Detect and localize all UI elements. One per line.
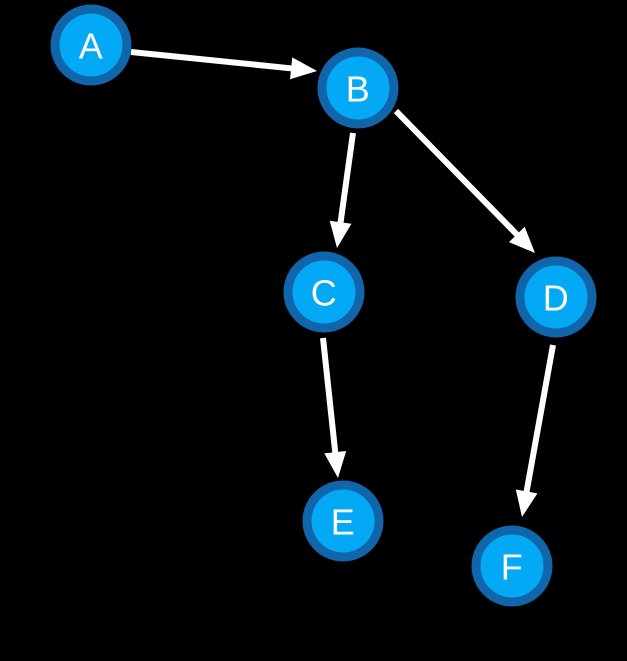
edge-shaft: [337, 132, 356, 225]
graph-edge-b-d: [393, 108, 535, 253]
node-circle[interactable]: [302, 480, 384, 562]
node-circle[interactable]: [50, 4, 132, 86]
nodes-layer: A B C D E F: [50, 4, 597, 607]
graph-node-e[interactable]: E: [302, 480, 384, 562]
graph-node-d[interactable]: D: [515, 256, 597, 338]
edge-shaft: [393, 108, 521, 238]
graph-edge-b-c: [329, 132, 356, 248]
node-circle[interactable]: [317, 47, 399, 129]
node-circle[interactable]: [471, 525, 553, 607]
node-label: B: [346, 69, 371, 110]
edge-shaft: [523, 344, 556, 494]
arrow-head-icon: [290, 57, 317, 80]
arrow-head-icon: [329, 220, 352, 248]
node-label: A: [79, 26, 104, 67]
node-circle[interactable]: [283, 251, 365, 333]
graph-edge-a-b: [130, 49, 317, 80]
edge-shaft: [130, 49, 294, 72]
node-label: D: [543, 278, 570, 319]
graph-edge-d-f: [515, 344, 556, 517]
edge-shaft: [320, 337, 339, 455]
graph-edge-c-e: [320, 337, 347, 478]
node-label: F: [501, 547, 524, 588]
graph-node-c[interactable]: C: [283, 251, 365, 333]
arrow-head-icon: [324, 450, 347, 478]
node-label: C: [311, 273, 338, 314]
graph-node-f[interactable]: F: [471, 525, 553, 607]
graph-node-b[interactable]: B: [317, 47, 399, 129]
node-label: E: [331, 502, 356, 543]
graph-node-a[interactable]: A: [50, 4, 132, 86]
arrow-head-icon: [508, 226, 535, 253]
edges-layer: [130, 49, 556, 517]
node-circle[interactable]: [515, 256, 597, 338]
arrow-head-icon: [515, 489, 538, 517]
